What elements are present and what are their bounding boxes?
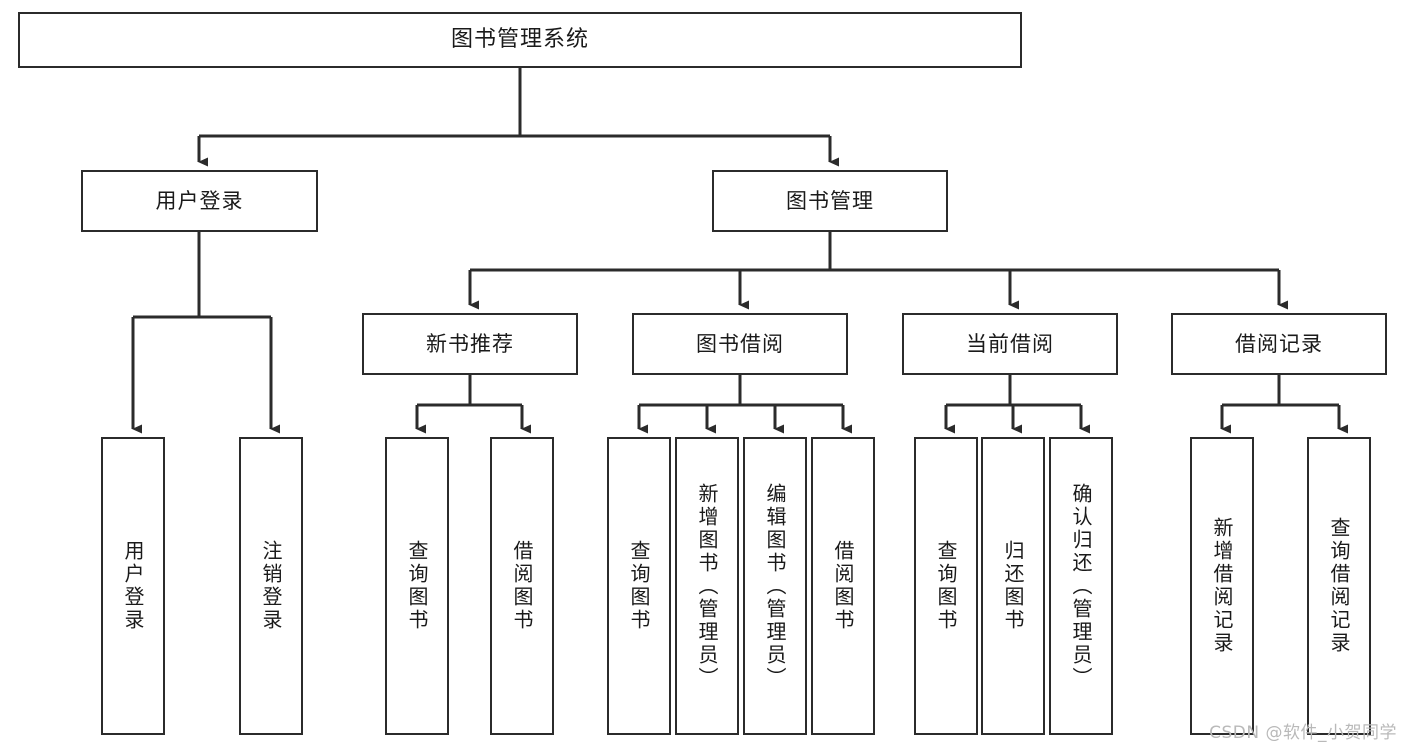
node-book-borrow[interactable]: 图书借阅: [632, 313, 848, 375]
node-label: 查询图书: [627, 540, 651, 632]
node-leaf-query-record[interactable]: 查询借阅记录: [1307, 437, 1371, 735]
node-current-borrow[interactable]: 当前借阅: [902, 313, 1118, 375]
node-label: 当前借阅: [966, 331, 1054, 356]
node-label: 新增借阅记录: [1210, 517, 1234, 655]
node-leaf-user-login[interactable]: 用户登录: [101, 437, 165, 735]
node-leaf-add-book[interactable]: 新增图书（管理员）: [675, 437, 739, 735]
node-leaf-edit-book[interactable]: 编辑图书（管理员）: [743, 437, 807, 735]
node-label: 确认归还（管理员）: [1069, 482, 1093, 690]
node-label: 注销登录: [259, 540, 283, 632]
node-leaf-logout[interactable]: 注销登录: [239, 437, 303, 735]
node-leaf-confirm-return[interactable]: 确认归还（管理员）: [1049, 437, 1113, 735]
node-leaf-borrow-book-1[interactable]: 借阅图书: [490, 437, 554, 735]
node-root-book-management-system[interactable]: 图书管理系统: [18, 12, 1022, 68]
node-label: 借阅图书: [831, 540, 855, 632]
node-label: 新书推荐: [426, 331, 514, 356]
node-label: 借阅记录: [1235, 331, 1323, 356]
node-user-login[interactable]: 用户登录: [81, 170, 318, 232]
node-label: 查询借阅记录: [1327, 517, 1351, 655]
node-label: 新增图书（管理员）: [695, 482, 719, 690]
node-leaf-query-book-3[interactable]: 查询图书: [914, 437, 978, 735]
node-label: 借阅图书: [510, 540, 534, 632]
node-borrow-record[interactable]: 借阅记录: [1171, 313, 1387, 375]
node-new-book-recommend[interactable]: 新书推荐: [362, 313, 578, 375]
node-book-manage[interactable]: 图书管理: [712, 170, 948, 232]
node-label: 图书借阅: [696, 331, 784, 356]
node-leaf-query-book-2[interactable]: 查询图书: [607, 437, 671, 735]
node-label: 用户登录: [155, 188, 244, 213]
node-label: 归还图书: [1001, 540, 1025, 632]
node-label: 查询图书: [934, 540, 958, 632]
node-label: 图书管理: [786, 188, 874, 213]
node-leaf-return-book[interactable]: 归还图书: [981, 437, 1045, 735]
node-leaf-add-record[interactable]: 新增借阅记录: [1190, 437, 1254, 735]
node-label: 编辑图书（管理员）: [763, 482, 787, 690]
node-leaf-borrow-book-2[interactable]: 借阅图书: [811, 437, 875, 735]
node-label: 图书管理系统: [450, 27, 589, 53]
node-leaf-query-book-1[interactable]: 查询图书: [385, 437, 449, 735]
node-label: 查询图书: [405, 540, 429, 632]
node-label: 用户登录: [121, 540, 145, 632]
